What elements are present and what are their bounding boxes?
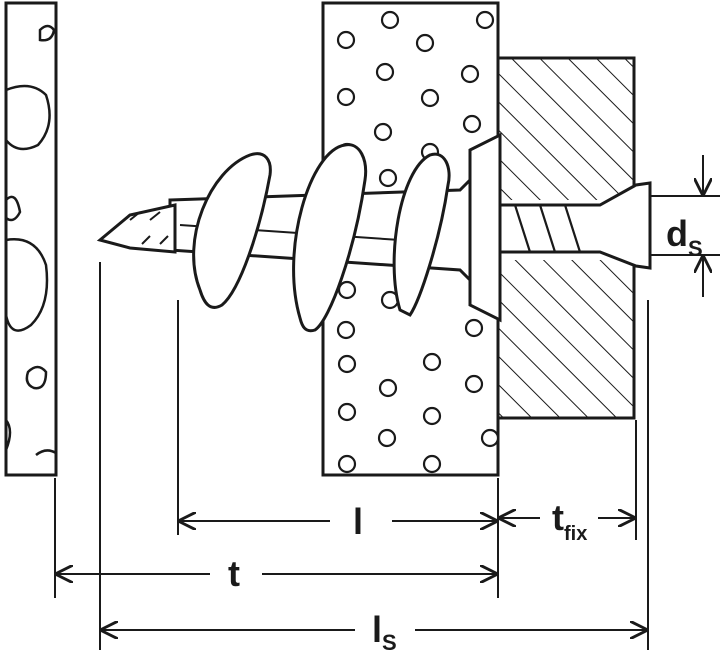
aggregate-dot [375, 62, 395, 82]
aggregate-dot [422, 406, 442, 426]
aggregate-dot [422, 352, 442, 372]
aggregate-dot [464, 374, 484, 394]
aggregate-dot [337, 402, 357, 422]
aggregate-dot [337, 354, 357, 374]
plasterboard-panel [4, 1, 58, 477]
svg-text:tfix: tfix [552, 497, 587, 545]
aggregate-dot [337, 280, 357, 300]
svg-text:lS: lS [372, 609, 397, 653]
dimension-tfix: tfix [500, 497, 634, 545]
ls-label-main: l [372, 609, 382, 650]
tfix-label-sub: fix [564, 523, 587, 545]
aggregate-dot [377, 428, 397, 448]
aggregate-dot [415, 33, 435, 53]
aggregate-dot [380, 10, 400, 30]
dimension-ls: lS [102, 609, 646, 653]
screw-plug [96, 132, 652, 333]
ls-label-sub: S [382, 630, 397, 653]
extension-lines [54, 262, 649, 650]
l-label: l [353, 501, 363, 542]
aggregate-dot [480, 428, 500, 448]
aggregate-dot [337, 454, 357, 474]
tfix-label-main: t [552, 497, 564, 538]
aggregate-dot [378, 168, 398, 188]
ds-label-sub: S [688, 236, 703, 261]
aggregate-dot [373, 122, 393, 142]
aggregate-dot [420, 88, 440, 108]
aggregate-dot [336, 320, 356, 340]
aggregate-dot [460, 64, 480, 84]
ds-label-main: d [666, 213, 688, 254]
dimension-ds: dS [650, 155, 720, 297]
svg-text:dS: dS [666, 213, 703, 261]
aggregate-dot [462, 114, 482, 134]
dimension-l: l [180, 501, 496, 542]
aggregate-dot [378, 378, 398, 398]
aggregate-dot [464, 318, 484, 338]
aggregate-dot [336, 30, 356, 50]
t-label: t [228, 553, 240, 594]
aggregate-dot [422, 454, 442, 474]
dimension-t: t [57, 553, 496, 594]
aggregate-dot [475, 10, 495, 30]
aggregate-dot [336, 87, 356, 107]
